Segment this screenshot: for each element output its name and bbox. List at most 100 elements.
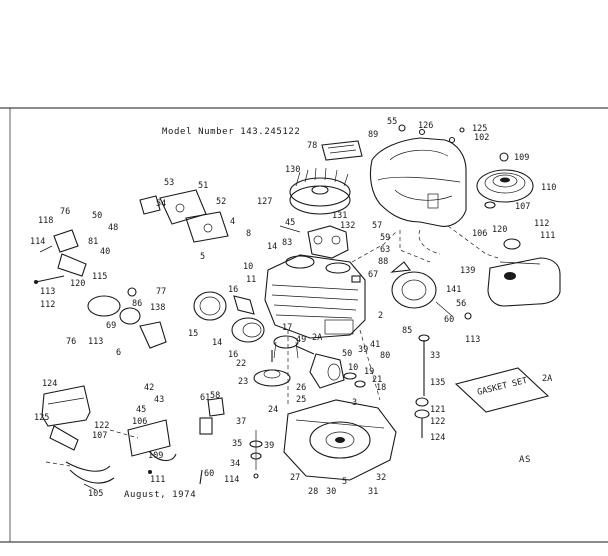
part-label: 49 [296,335,306,345]
part-label: 35 [232,439,242,449]
part-label: 50 [92,211,102,221]
part-label: 56 [456,299,466,309]
part-label: 40 [100,247,110,257]
part-label: 50 [342,349,352,359]
gasket-set: GASKET SET [454,367,550,413]
rating-plate [321,140,363,161]
part-label: 81 [88,237,98,247]
part-label: 111 [150,475,165,485]
part-label: 78 [307,141,317,151]
part-label: 130 [285,165,300,175]
crankshaft [253,345,345,389]
piston [273,335,366,388]
part-label: 6 [116,348,121,358]
part-label: 52 [216,197,226,207]
part-label: 5 [200,252,205,262]
part-label: 120 [70,279,85,289]
muffler [487,238,561,307]
part-label: 124 [42,379,57,389]
part-label: 135 [430,378,445,388]
part-label: 53 [164,178,174,188]
part-label: 57 [372,221,382,231]
part-label: 51 [198,181,208,191]
diagram-date: August, 1974 [124,490,196,500]
rewind-starter [476,152,534,209]
part-label: 109 [148,451,163,461]
part-label: 3 [352,398,357,408]
part-label: 76 [60,207,70,217]
part-label: 83 [282,238,292,248]
part-label: 14 [267,242,277,252]
part-label: 18 [376,383,386,393]
small-parts [199,275,361,485]
part-label: 32 [376,473,386,483]
part-label: 10 [243,262,253,272]
housing-screws [398,124,465,144]
part-label: 45 [136,405,146,415]
fuel-tank [41,385,91,451]
part-label: 125 [34,413,49,423]
part-label: 106 [472,229,487,239]
magneto-assembly [279,225,349,259]
part-label: 22 [236,359,246,369]
part-label: 55 [387,117,397,127]
dashed-leaders [45,225,499,467]
part-label: 88 [378,257,388,267]
fuel-line [65,419,177,491]
part-label: 27 [290,473,300,483]
part-label: 2A [542,374,552,384]
part-label: 112 [40,300,55,310]
part-label: 14 [212,338,222,348]
part-labels: 55 126 125 102 89 78 109 130 110 107 53 … [30,117,556,499]
gasket-set-label: GASKET SET [476,376,528,398]
part-label: 10 [348,363,358,373]
model-number: Model Number 143.245122 [162,127,300,137]
part-label: 124 [430,433,445,443]
part-label: 107 [515,202,530,212]
part-label: 31 [368,487,378,497]
part-label: 102 [474,133,489,143]
part-label: 37 [236,417,246,427]
part-label: 8 [246,229,251,239]
part-label: 39 [358,345,368,355]
cylinder-block [264,254,366,339]
part-label: 45 [285,218,295,228]
part-label: 2A [312,333,322,343]
flywheel [289,167,351,215]
part-label: 15 [188,329,198,339]
part-label: 61 [200,393,210,403]
tank-bracket [87,287,167,349]
part-label: 30 [326,487,336,497]
part-label: 33 [430,351,440,361]
part-label: 69 [106,321,116,331]
part-label: 113 [40,287,55,297]
part-label: 126 [418,121,433,131]
part-label: 2 [378,311,383,321]
part-label: 86 [132,299,142,309]
part-label: 132 [340,221,355,231]
part-label: 110 [541,183,556,193]
part-label: 19 [364,367,374,377]
part-label: 60 [444,315,454,325]
air-cleaner [193,291,265,343]
part-label: 5 [342,477,347,487]
part-label: 54 [156,199,166,209]
part-label: 114 [30,237,45,247]
carburetor-plate [139,189,229,243]
part-label: 138 [150,303,165,313]
part-label: 67 [368,270,378,280]
part-label: 114 [224,475,239,485]
part-label: 139 [460,266,475,276]
part-label: 120 [492,225,507,235]
part-label: 11 [246,275,256,285]
part-label: 113 [88,337,103,347]
part-label: 60 [204,469,214,479]
blower-housing [369,137,467,227]
part-label: 23 [238,377,248,387]
part-label: 115 [92,272,107,282]
part-label: 131 [332,211,347,221]
part-label: 34 [230,459,240,469]
part-label: 89 [368,130,378,140]
governor-linkage [34,229,87,284]
